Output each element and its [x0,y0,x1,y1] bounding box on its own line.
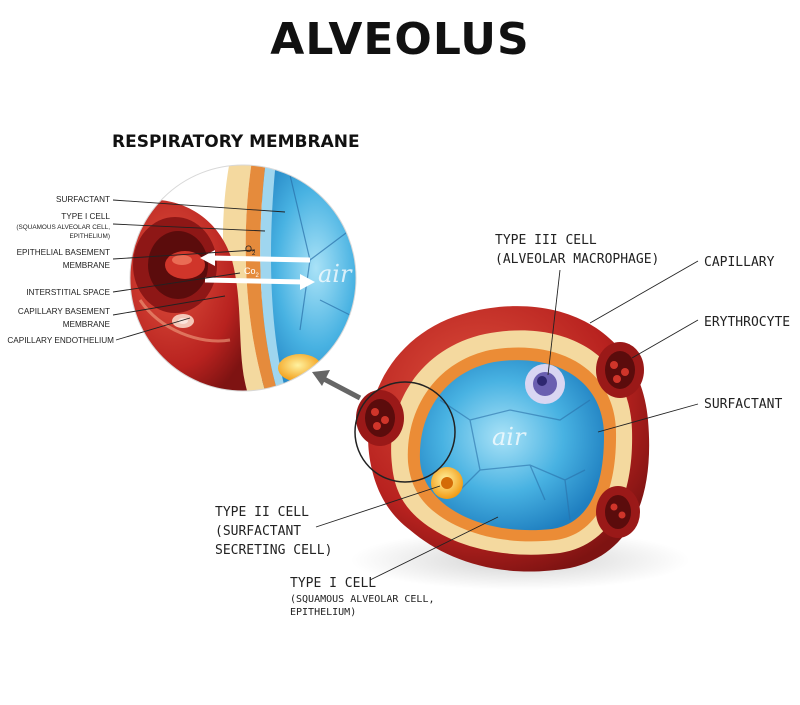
inset-air-text: air [318,260,353,288]
label-type1-c: EPITHELIUM) [290,607,357,618]
capillary-cross-section-left [356,390,404,446]
capillary-cross-section-right [596,342,644,398]
label-type3-b: (ALVEOLAR MACROPHAGE) [495,252,660,267]
label-interstitial: INTERSTITIAL SPACE [26,288,110,297]
label-epithelial-bm-b: MEMBRANE [62,261,110,270]
label-o2: O2 [245,244,256,257]
label-type2-b: (SURFACTANT [215,524,302,539]
label-capillary-bm-b: MEMBRANE [62,320,110,329]
label-inset-surfactant: SURFACTANT [56,195,110,204]
label-capillary-bm-a: CAPILLARY BASEMENT [17,307,110,316]
label-type3-a: TYPE III CELL [495,233,597,248]
magnifier-circle [354,381,456,483]
label-inset-type1-detail-a: (SQUAMOUS ALVEOLAR CELL, [16,224,110,231]
leader-lines [112,199,699,581]
label-inset-type1-detail-b: EPITHELIUM) [69,233,110,240]
label-type1-b: (SQUAMOUS ALVEOLAR CELL, [290,594,435,605]
capillary-cross-section-bottom [596,486,640,538]
label-capillary: CAPILLARY [704,255,775,270]
label-inset-type1: TYPE I CELL [61,212,110,221]
label-capillary-endothelium: CAPILLARY ENDOTHELIUM [7,336,114,345]
label-co2: Co2 [244,266,259,279]
inset-title: RESPIRATORY MEMBRANE [112,132,360,152]
page-title: ALVEOLUS [270,14,530,65]
label-surfactant: SURFACTANT [704,397,783,412]
label-erythrocyte: ERYTHROCYTE [704,315,791,330]
label-type1-a: TYPE I CELL [290,576,377,591]
zoom-arrow-icon [312,370,330,386]
label-type2-c: SECRETING CELL) [215,543,333,558]
main-air-text: air [492,423,527,451]
label-type2-a: TYPE II CELL [215,505,309,520]
alveolus-main-illustration: air [350,306,690,590]
respiratory-membrane-inset: air [129,164,357,392]
label-epithelial-bm-a: EPITHELIAL BASEMENT [16,248,110,257]
